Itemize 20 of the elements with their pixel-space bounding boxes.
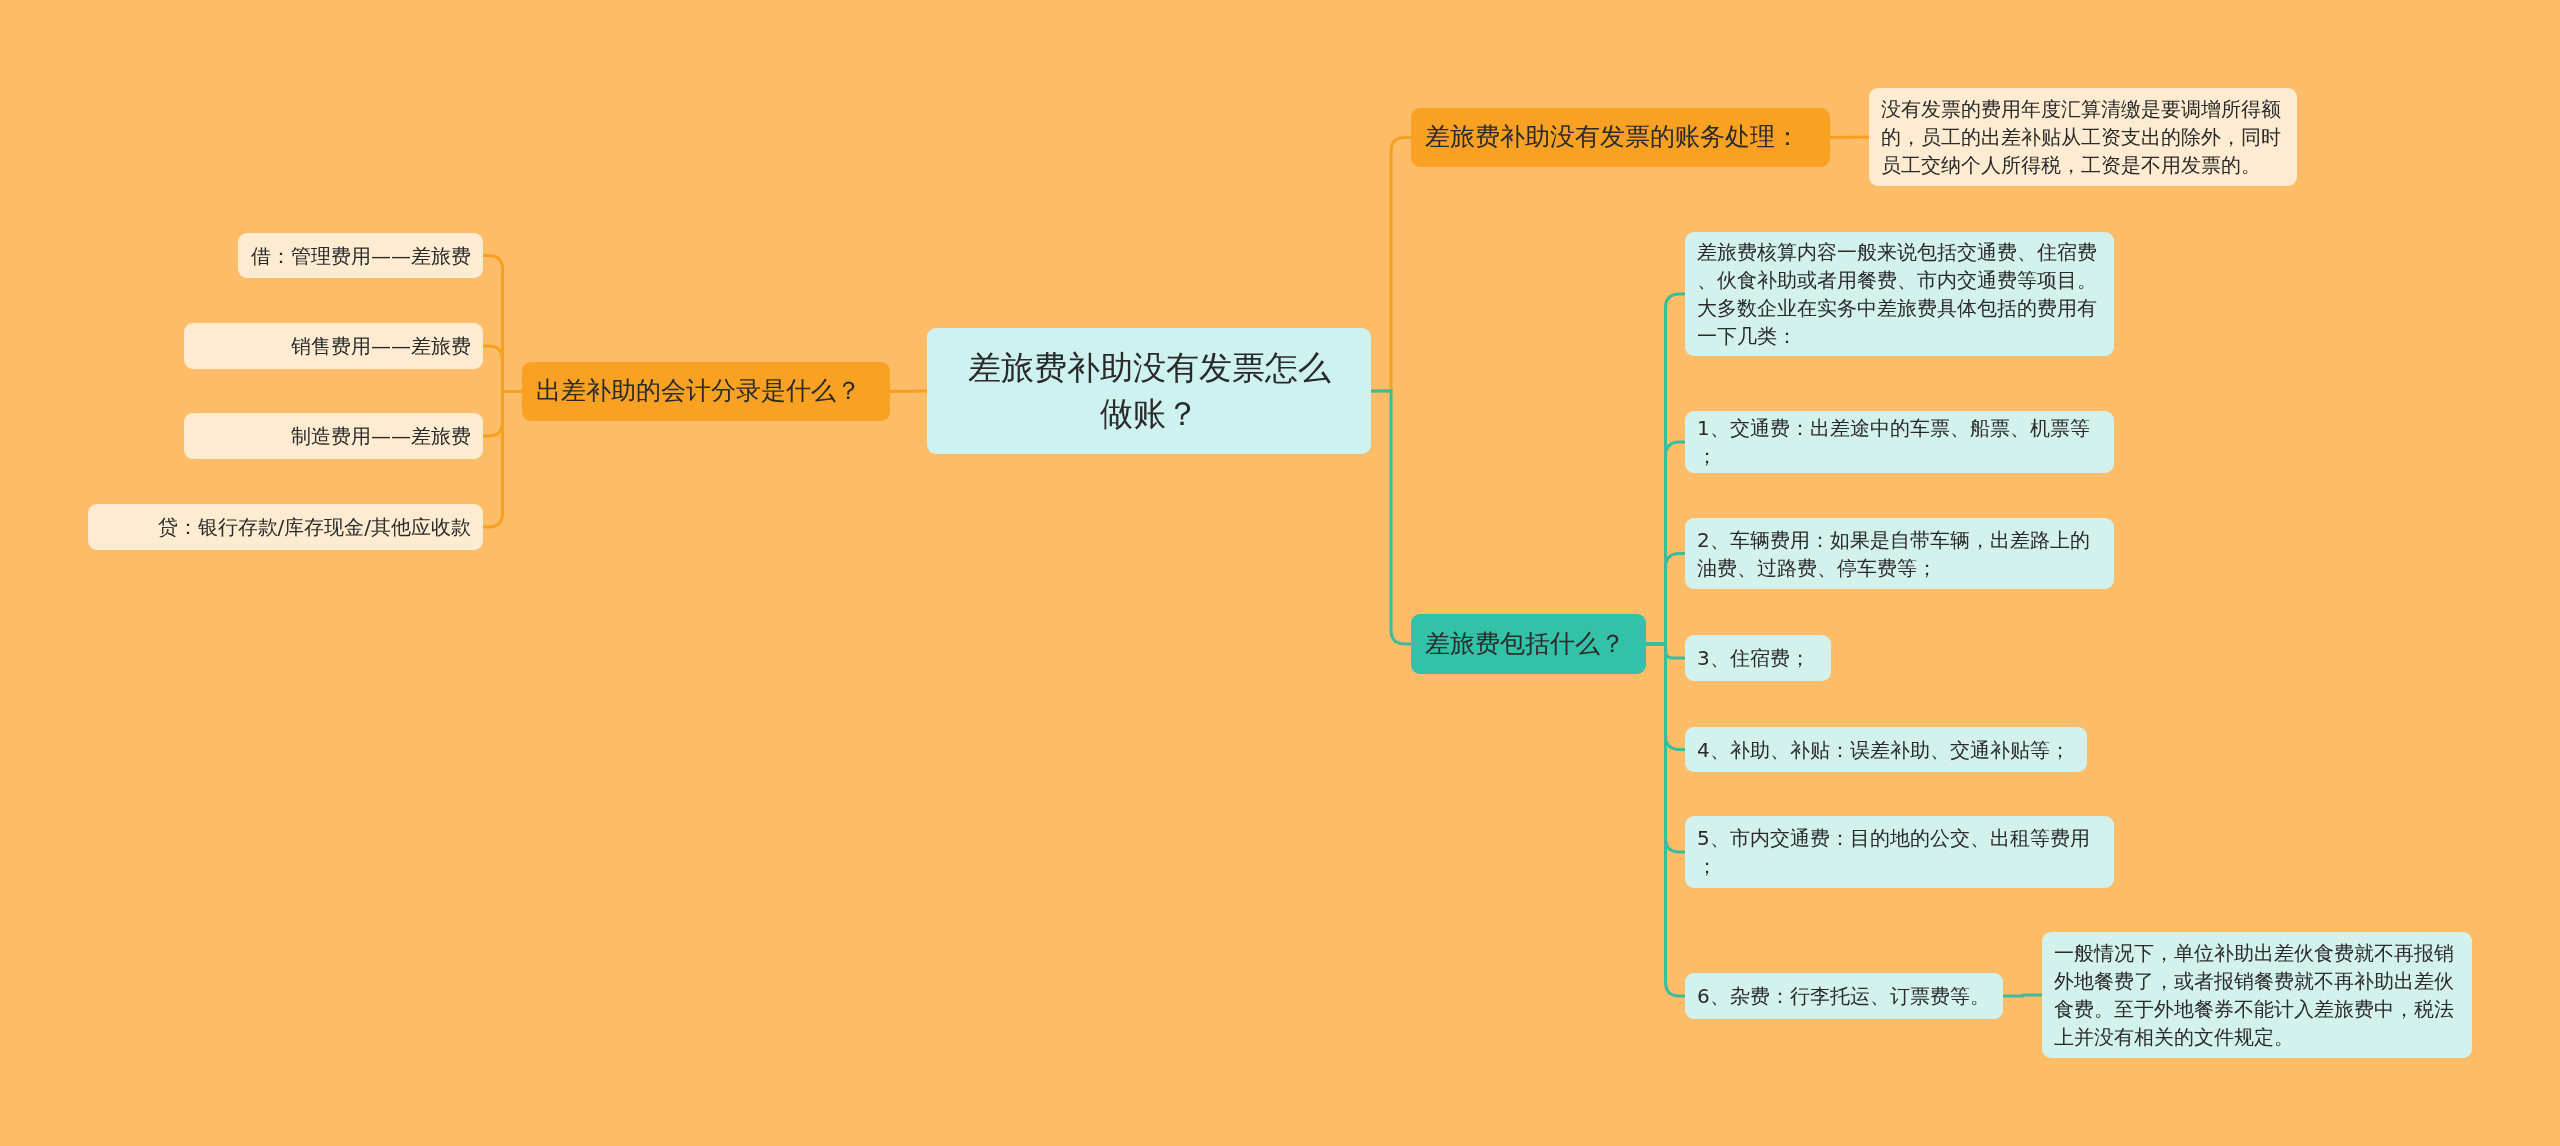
subtopic-box: 借：管理费用——差旅费 [238,233,483,278]
subtopic-box: 1、交通费：出差途中的车票、船票、机票等； [1685,411,2114,473]
subtopic-box: 3、住宿费； [1685,635,1831,681]
subtopic-box: 一般情况下，单位补助出差伙食费就不再报销外地餐费了，或者报销餐费就不再补助出差伙食费。至于外地餐券不能计入差旅费中，税法上并没有相关的文件规定。 [2042,932,2472,1058]
topic-box: 差旅费补助没有发票的账务处理： [1411,108,1830,167]
subtopic-box: 差旅费核算内容一般来说包括交通费、住宿费、伙食补助或者用餐费、市内交通费等项目。大多数企业在实务中差旅费具体包括的费用有一下几类： [1685,232,2114,356]
subtopic-box: 2、车辆费用：如果是自带车辆，出差路上的油费、过路费、停车费等； [1685,518,2114,589]
connector-line [2003,993,2042,998]
central-topic-box: 差旅费补助没有发票怎么做账？ [927,328,1371,454]
subtopic-box: 销售费用——差旅费 [184,323,483,369]
topic-box: 出差补助的会计分录是什么？ [522,362,890,421]
note-box: 没有发票的费用年度汇算清缴是要调增所得额的，员工的出差补贴从工资支出的除外，同时员工交纳个人所得税，工资是不用发票的。 [1869,88,2297,186]
connector-line [1829,135,1870,139]
subtopic-box: 5、市内交通费：目的地的公交、出租等费用； [1685,816,2114,888]
subtopic-box: 4、补助、补贴：误差补助、交通补贴等； [1685,727,2087,772]
subtopic-box: 贷：银行存款/库存现金/其他应收款 [88,504,483,550]
subtopic-box: 制造费用——差旅费 [184,413,483,459]
connector-line [889,389,928,393]
topic-box: 差旅费包括什么？ [1411,614,1646,674]
subtopic-box: 6、杂费：行李托运、订票费等。 [1685,973,2003,1019]
